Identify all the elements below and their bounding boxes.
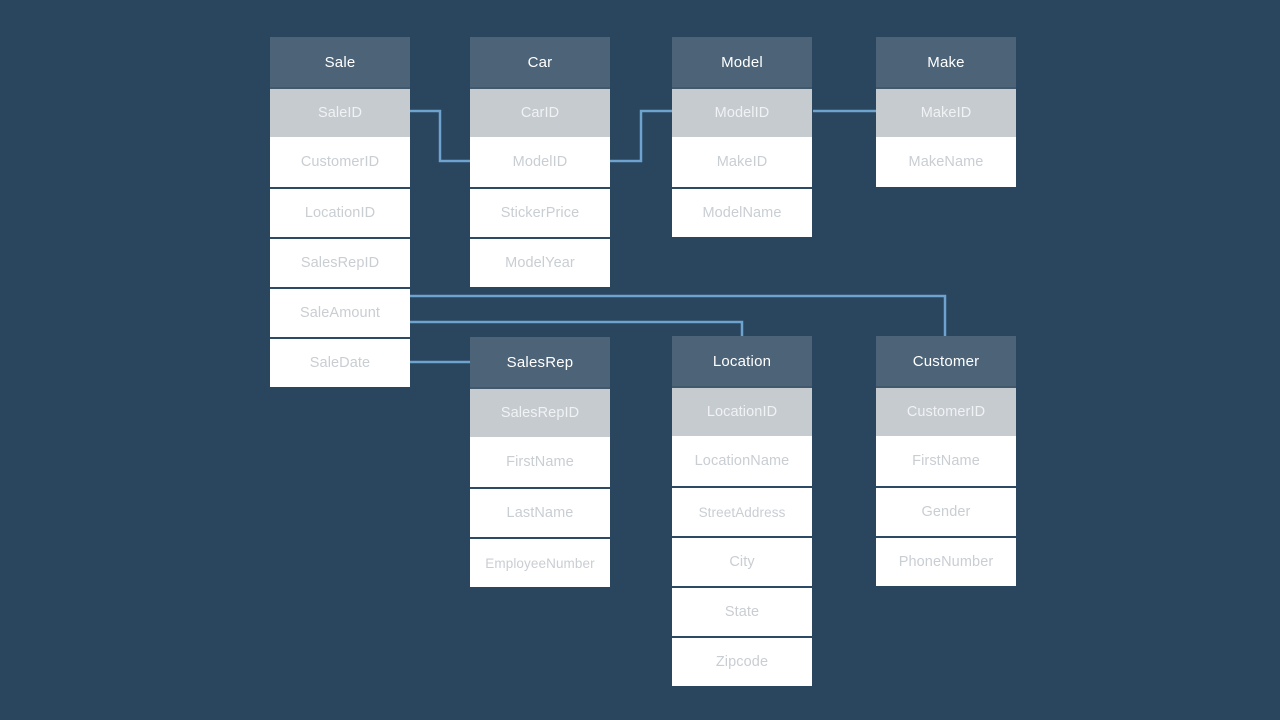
field-make-1[interactable]: MakeName (876, 137, 1016, 187)
field-customer-1[interactable]: FirstName (876, 436, 1016, 486)
entity-header-make: Make (876, 37, 1016, 87)
primary-key-field-model-0[interactable]: ModelID (672, 87, 812, 137)
field-location-4[interactable]: State (672, 586, 812, 636)
field-location-3[interactable]: City (672, 536, 812, 586)
field-model-1[interactable]: MakeID (672, 137, 812, 187)
entity-header-sale: Sale (270, 37, 410, 87)
primary-key-field-car-0[interactable]: CarID (470, 87, 610, 137)
field-car-1[interactable]: ModelID (470, 137, 610, 187)
primary-key-field-customer-0[interactable]: CustomerID (876, 386, 1016, 436)
field-location-2[interactable]: StreetAddress (672, 486, 812, 536)
primary-key-field-sale-0[interactable]: SaleID (270, 87, 410, 137)
field-location-1[interactable]: LocationName (672, 436, 812, 486)
field-customer-2[interactable]: Gender (876, 486, 1016, 536)
entity-header-model: Model (672, 37, 812, 87)
entity-header-location: Location (672, 336, 812, 386)
field-sale-3[interactable]: SalesRepID (270, 237, 410, 287)
primary-key-field-make-0[interactable]: MakeID (876, 87, 1016, 137)
relationship-sale-car (410, 109, 470, 163)
field-salesrep-3[interactable]: EmployeeNumber (470, 537, 610, 587)
entity-header-customer: Customer (876, 336, 1016, 386)
field-sale-1[interactable]: CustomerID (270, 137, 410, 187)
relationship-sale-location (410, 320, 744, 336)
relationship-car-model (610, 109, 672, 163)
field-salesrep-1[interactable]: FirstName (470, 437, 610, 487)
primary-key-field-location-0[interactable]: LocationID (672, 386, 812, 436)
relationship-sale-customer (410, 294, 947, 336)
field-sale-5[interactable]: SaleDate (270, 337, 410, 387)
field-sale-2[interactable]: LocationID (270, 187, 410, 237)
primary-key-field-salesrep-0[interactable]: SalesRepID (470, 387, 610, 437)
entity-header-salesrep: SalesRep (470, 337, 610, 387)
field-car-3[interactable]: ModelYear (470, 237, 610, 287)
field-customer-3[interactable]: PhoneNumber (876, 536, 1016, 586)
field-salesrep-2[interactable]: LastName (470, 487, 610, 537)
field-car-2[interactable]: StickerPrice (470, 187, 610, 237)
entity-header-car: Car (470, 37, 610, 87)
field-model-2[interactable]: ModelName (672, 187, 812, 237)
field-sale-4[interactable]: SaleAmount (270, 287, 410, 337)
field-location-5[interactable]: Zipcode (672, 636, 812, 686)
